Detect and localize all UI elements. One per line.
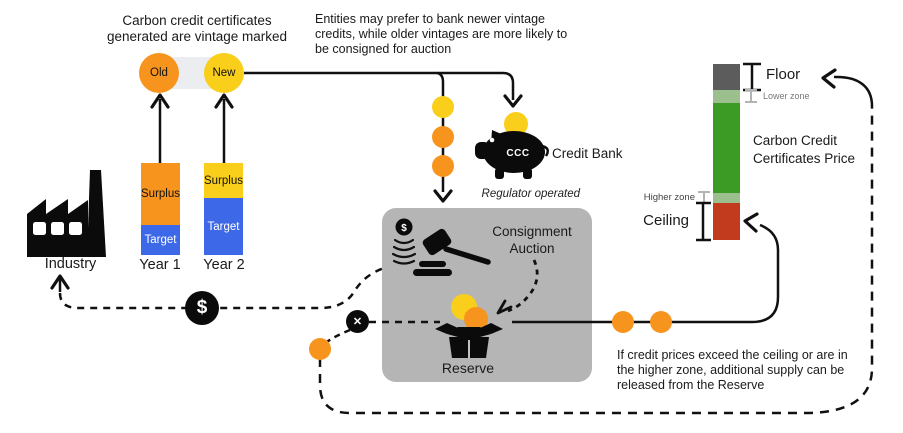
credit-bank-label: Credit Bank (552, 146, 623, 161)
industry-label: Industry (44, 256, 97, 272)
arrowhead-year1-up (150, 93, 170, 109)
reserve-label: Reserve (441, 360, 495, 376)
cancel-to-dot-dashed-line (326, 328, 351, 343)
year2-target-segment: Target (204, 198, 243, 255)
floor-bracket (743, 62, 761, 92)
arrowhead-into-box (433, 189, 453, 203)
credit-dot-yellow (432, 96, 454, 118)
floor-arrow-curve (833, 75, 874, 107)
year1-bar: Surplus Target (141, 163, 180, 255)
reserve-icon-group (435, 294, 503, 358)
reserve-credit-orange (464, 307, 488, 331)
higher-zone-segment (713, 193, 740, 203)
auction-payment-dashed-line (58, 266, 385, 310)
payment-dollar-badge: $ (185, 291, 219, 325)
year1-label: Year 1 (139, 257, 181, 273)
regulator-caption: Regulator operated (481, 188, 580, 200)
arrowhead-to-ceiling (743, 212, 759, 233)
coin-dollar-glyph: $ (401, 223, 407, 234)
credit-dot-orange (650, 311, 672, 333)
new-vintage-circle: New (204, 53, 244, 93)
regulator-box (382, 208, 592, 382)
vintage-caption: Carbon credit certificates generated are… (106, 13, 288, 44)
year1-surplus-segment: Surplus (141, 163, 180, 225)
normal-zone-segment (713, 103, 740, 193)
price-scale-title: Carbon Credit Certificates Price (753, 133, 856, 166)
arrowhead-to-creditbank (503, 94, 523, 108)
piggy-ccc-text: CCC (506, 148, 529, 159)
floor-label: Floor (766, 66, 801, 83)
solid-connectors (58, 71, 874, 324)
auction-to-reserve-dashed-arrow (507, 259, 539, 313)
lower-zone-segment (713, 90, 740, 103)
year2-bar: Surplus Target (204, 163, 243, 255)
arrowhead-industry-up (50, 274, 70, 290)
credit-dot-orange (432, 126, 454, 148)
reserve-release-note: If credit prices exceed the ceiling or a… (617, 348, 848, 392)
lower-zone-bracket (745, 89, 757, 103)
year2-surplus-segment: Surplus (204, 163, 243, 198)
auction-fee-coins-icon: $ (391, 218, 417, 265)
credit-dot-orange (612, 311, 634, 333)
price-scale-bar (713, 64, 740, 240)
coin-above-piggy (504, 112, 528, 136)
ceiling-label: Ceiling (643, 212, 689, 229)
old-vintage-circle: Old (139, 53, 179, 93)
higher-zone-label: Higher zone (643, 192, 695, 203)
price-scale-brackets (696, 62, 761, 242)
credit-dots (309, 96, 672, 360)
arrowhead-year2-up (214, 93, 234, 109)
year1-target-segment: Target (141, 225, 180, 255)
floor-segment (713, 64, 740, 90)
ceiling-bracket (696, 201, 711, 242)
cancel-badge: ✕ (346, 310, 369, 333)
credit-dot-orange (309, 338, 331, 360)
gavel-icon (413, 228, 491, 276)
arrowhead-to-floor (821, 68, 837, 89)
new-to-creditbank-line (244, 71, 515, 100)
reserve-to-ceiling-line (512, 223, 780, 324)
dashed-connectors (58, 106, 874, 415)
new-to-auction-line (436, 71, 445, 192)
factory-icon (27, 170, 106, 257)
year2-label: Year 2 (203, 257, 245, 273)
credit-dot-orange (432, 155, 454, 177)
bottom-loop-dashed-line (318, 106, 874, 415)
arrowhead-auction-to-reserve (496, 299, 513, 315)
arrowheads (50, 68, 837, 315)
consignment-auction-label: Consignment Auction (492, 224, 572, 256)
higher-zone-bracket (698, 191, 710, 204)
piggy-bank-icon (475, 130, 550, 179)
banking-note: Entities may prefer to bank newer vintag… (315, 12, 568, 56)
ceiling-segment (713, 203, 740, 240)
lower-zone-label: Lower zone (763, 91, 810, 101)
